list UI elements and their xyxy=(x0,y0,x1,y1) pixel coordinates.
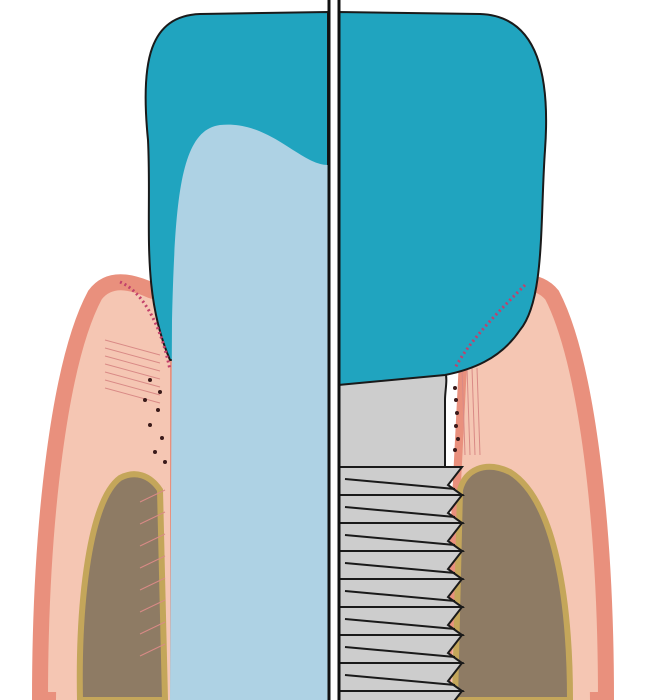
fiber-line xyxy=(104,347,161,364)
left-alveolar-bone xyxy=(76,471,169,700)
fiber-dot xyxy=(163,460,167,464)
fiber-line xyxy=(104,371,161,388)
thread-edge xyxy=(344,506,456,518)
fiber-dot xyxy=(148,378,152,382)
fiber-line xyxy=(139,533,166,547)
fiber-line xyxy=(104,355,161,372)
left-junctional-epithelium xyxy=(119,280,172,371)
fiber-dot xyxy=(153,450,157,454)
fiber-dot xyxy=(158,390,162,394)
left-gingival-fiber-dots xyxy=(143,378,167,464)
fiber-line xyxy=(139,489,166,503)
fiber-line xyxy=(104,387,161,404)
right-implant-crown xyxy=(337,10,548,387)
thread-edge xyxy=(344,674,456,686)
fiber-line xyxy=(139,511,166,525)
divider-gap xyxy=(328,0,338,700)
implant-abutment xyxy=(337,369,448,468)
fiber-line xyxy=(139,577,166,591)
implant-fixture-threads xyxy=(337,466,466,700)
left-tooth-root xyxy=(170,124,328,700)
thread-edge xyxy=(344,478,456,490)
thread-edge xyxy=(344,590,456,602)
fiber-line xyxy=(139,599,166,613)
thread-edge xyxy=(344,534,456,546)
fiber-dot xyxy=(143,398,147,402)
right-fiber-dots xyxy=(453,386,460,452)
fiber-dot xyxy=(160,436,164,440)
right-gingival-fibers xyxy=(461,367,481,456)
fiber-line xyxy=(104,339,161,356)
fiber-dot xyxy=(156,408,160,412)
thread-edge xyxy=(344,646,456,658)
fiber-dot xyxy=(148,423,152,427)
fiber-line xyxy=(139,621,166,635)
thread-edge xyxy=(344,618,456,630)
fiber-line xyxy=(139,555,166,569)
left-periodontal-fibers xyxy=(104,339,166,657)
fiber-line xyxy=(139,643,166,657)
right-peri-implant-epithelium xyxy=(453,283,527,369)
fiber-line xyxy=(104,379,161,396)
implant-thread xyxy=(337,690,465,700)
fiber-line xyxy=(104,363,161,380)
thread-edge xyxy=(344,562,456,574)
right-alveolar-bone xyxy=(451,463,574,700)
